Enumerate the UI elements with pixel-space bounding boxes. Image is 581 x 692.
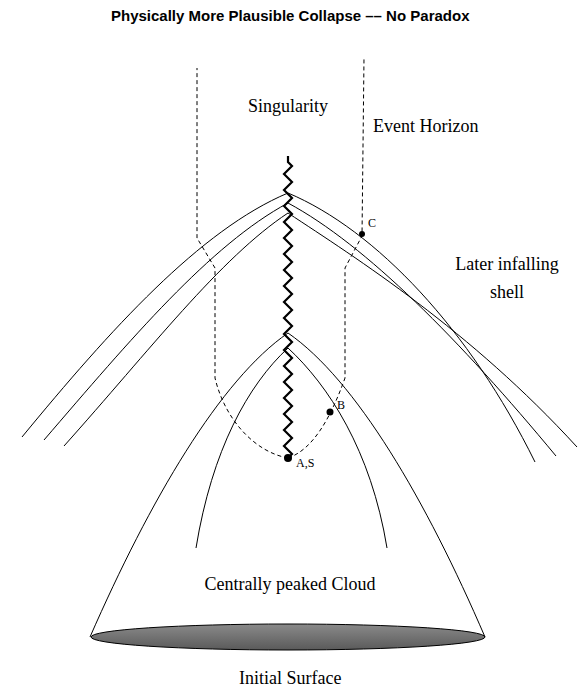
point-label: C	[368, 216, 376, 230]
event-point	[327, 409, 334, 416]
shell-arc	[22, 193, 535, 462]
worldline	[288, 348, 387, 548]
singularity-label: Singularity	[248, 96, 328, 116]
point-label: A,S	[296, 456, 314, 470]
event-horizon	[197, 68, 288, 458]
event-point	[284, 454, 292, 462]
shell-label: Later infalling shell	[437, 250, 577, 306]
surface-label: Initial Surface	[239, 668, 341, 688]
point-label: B	[337, 398, 345, 412]
cloud-label: Centrally peaked Cloud	[205, 574, 376, 594]
singularity-line	[284, 156, 292, 458]
diagram-title: Physically More Plausible Collapse –– No…	[111, 6, 469, 26]
horizon-label: Event Horizon	[373, 116, 478, 136]
worldline	[196, 348, 288, 548]
event-horizon	[288, 58, 364, 458]
event-point	[359, 231, 365, 237]
shell-arc	[44, 203, 556, 456]
shell-arc	[64, 213, 577, 447]
initial-surface	[91, 624, 485, 650]
